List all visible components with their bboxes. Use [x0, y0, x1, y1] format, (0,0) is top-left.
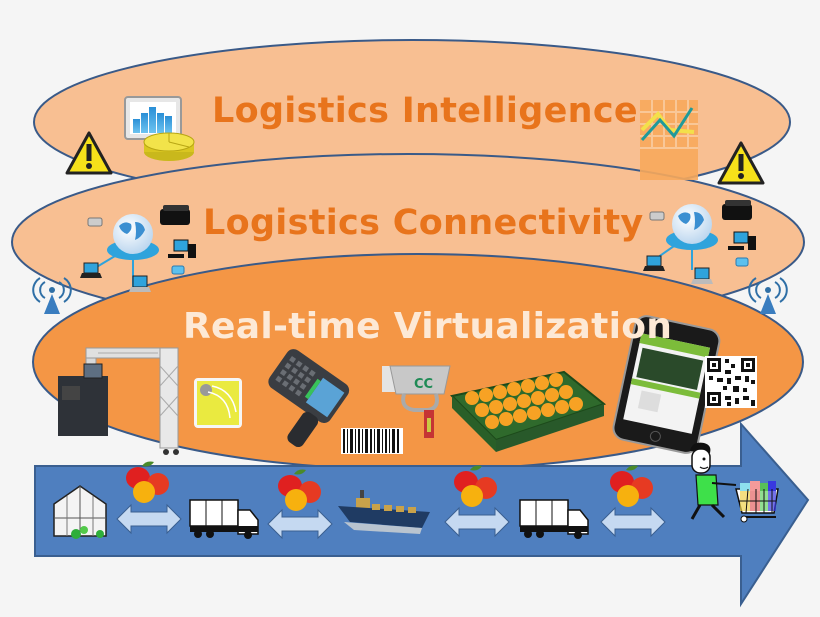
warning-icon [65, 131, 113, 175]
laptop-icon [129, 275, 151, 292]
server-icon [160, 205, 190, 225]
device-icon [649, 211, 665, 221]
bidirectional-arrow-icon [444, 506, 510, 538]
line-chart-icon [640, 100, 698, 180]
rfid-gate-icon [58, 347, 179, 455]
qr-code-icon [705, 356, 757, 408]
server-icon [722, 200, 752, 220]
laptop-icon [691, 267, 713, 284]
bidirectional-arrow-icon [600, 506, 666, 538]
layer-title-virtualization: Real-time Virtualization [183, 306, 673, 347]
orange-crate-icon [449, 370, 607, 452]
produce-icon [278, 469, 321, 511]
desktop-icon [168, 239, 196, 258]
desktop-icon [728, 231, 756, 250]
laptop-icon [643, 255, 665, 271]
laptop-icon [80, 262, 102, 278]
cargo-ship-icon [338, 490, 430, 534]
truck-icon [519, 499, 589, 539]
produce-icon [610, 465, 653, 507]
layer-title-intelligence: Logistics Intelligence [212, 91, 638, 131]
layer-title-connectivity: Logistics Connectivity [203, 203, 644, 243]
warning-icon [717, 141, 765, 185]
cc-logo: CC [414, 377, 433, 392]
produce-icon [126, 461, 169, 503]
device-icon [171, 265, 185, 275]
truck-icon [189, 499, 259, 539]
wireless-antenna-icon [748, 277, 788, 314]
crate-sensor-icon: CC [382, 365, 451, 438]
bidirectional-arrow-icon [116, 503, 182, 535]
bar-chart-monitor-icon [124, 96, 182, 140]
globe-network-icon [94, 214, 159, 288]
produce-icon [454, 465, 497, 507]
greenhouse-icon [53, 485, 107, 539]
smartphone-icon [612, 315, 721, 454]
bidirectional-arrow-icon [267, 508, 333, 540]
handheld-scanner-icon [268, 349, 350, 448]
device-icon [87, 217, 103, 227]
device-icon [735, 257, 749, 267]
barcode-icon [341, 428, 403, 454]
shopper-with-cart-icon [690, 442, 779, 523]
rfid-tag-icon [194, 378, 242, 428]
pie-chart-icon [143, 132, 195, 161]
